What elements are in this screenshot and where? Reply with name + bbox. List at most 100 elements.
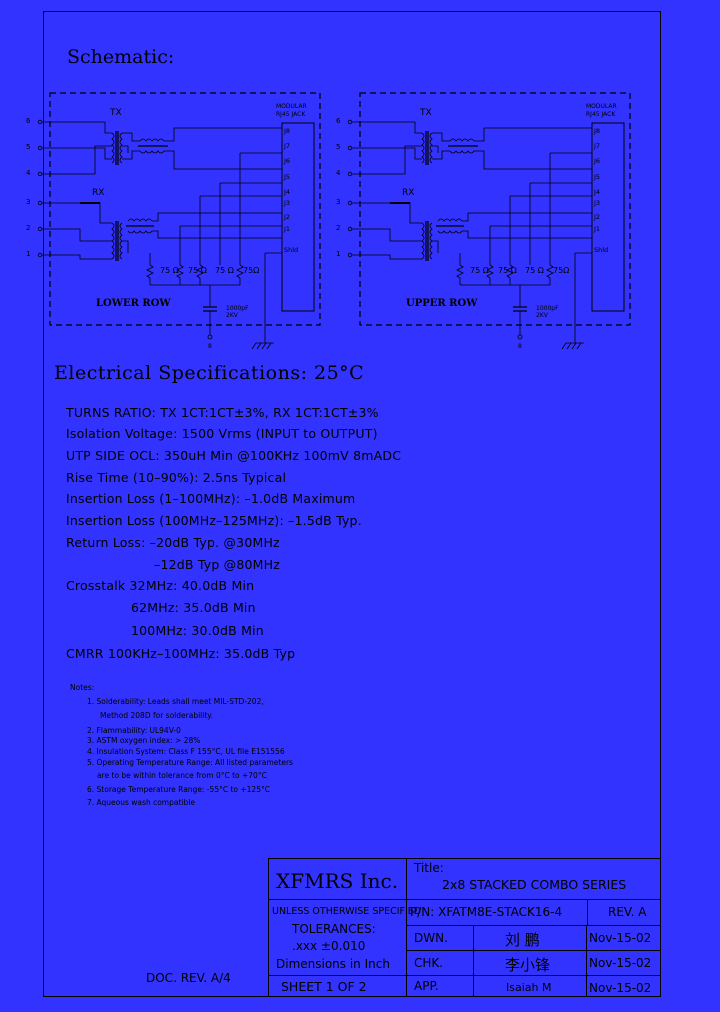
jack-pin: J7 (594, 142, 601, 150)
drawn-name: 刘 鹏 (505, 931, 540, 949)
sheet-number: SHEET 1 OF 2 (281, 979, 367, 994)
tolerance-value: .xxx ±0.010 (292, 939, 366, 953)
pin-label: 5 (336, 143, 341, 151)
pin-label: 3 (26, 198, 31, 206)
spec-line: –12dB Typ @80MHz (154, 557, 280, 572)
jack-pin: Shld (284, 246, 299, 254)
tolerance-note: UNLESS OTHERWISE SPECIFIED (272, 906, 422, 917)
spec-line: Insertion Loss (100MHz–125MHz): –1.5dB T… (66, 513, 362, 528)
jack-pin: J1 (284, 225, 291, 233)
jack-pin: J4 (594, 188, 601, 196)
row-label: LOWER ROW (96, 298, 171, 309)
tx-label: TX (110, 108, 122, 118)
note-line: 4. Insulation System: Class F 155°C, UL … (87, 747, 285, 756)
pin-label: 1 (336, 250, 341, 258)
title-label: Title: (414, 861, 444, 875)
jack-label: MODULAR (276, 103, 307, 110)
doc-revision: DOC. REV. A/4 (146, 971, 231, 985)
note-line: 5. Operating Temperature Range: All list… (87, 758, 293, 767)
jack-pin: J5 (284, 173, 291, 181)
resistor-label: 75 Ω (160, 266, 179, 275)
pin-label: 3 (336, 198, 341, 206)
pin-label: 4 (26, 169, 31, 177)
jack-label: RJ45 JACK (586, 111, 616, 118)
resistor-label: 75 Ω (525, 266, 544, 275)
pin-label: 5 (26, 143, 31, 151)
rx-label: RX (92, 188, 105, 198)
jack-pin: J2 (284, 213, 291, 221)
drawing-title: 2x8 STACKED COMBO SERIES (442, 877, 627, 892)
electrical-specs-title: Electrical Specifications: 25°C (54, 362, 365, 384)
jack-pin: J1 (594, 225, 601, 233)
jack-pin: J2 (594, 213, 601, 221)
note-line: Method 208D for solderability. (100, 711, 214, 720)
spec-line: 100MHz: 30.0dB Min (131, 623, 264, 638)
approved-name: Isaiah M (506, 981, 552, 994)
capacitor-label: 2KV (226, 312, 238, 319)
notes-title: Notes: (70, 683, 95, 692)
drawn-date: Nov-15-02 (589, 931, 652, 945)
ground-pin-label: 8 (518, 343, 522, 350)
resistor-label: 75 Ω (498, 266, 517, 275)
schematic-title: Schematic: (67, 46, 175, 68)
approved-label: APP. (414, 979, 439, 993)
row-label: UPPER ROW (406, 298, 478, 309)
capacitor-label: 1000pF (226, 305, 249, 312)
spec-line: Crosstalk 32MHz: 40.0dB Min (66, 578, 255, 593)
jack-pin: J3 (284, 199, 291, 207)
jack-pin: J4 (284, 188, 291, 196)
part-number: P/N: XFATM8E-STACK16-4 (410, 905, 563, 919)
note-line: 6. Storage Temperature Range: -55°C to +… (87, 785, 270, 794)
jack-pin: J8 (284, 127, 291, 135)
jack-label: RJ45 JACK (276, 111, 306, 118)
jack-pin: J3 (594, 199, 601, 207)
resistor-label: 75 Ω (470, 266, 489, 275)
jack-label: MODULAR (586, 103, 617, 110)
spec-line: 62MHz: 35.0dB Min (131, 600, 256, 615)
tx-label: TX (420, 108, 432, 118)
note-line: 7. Aqueous wash compatible (87, 798, 195, 807)
spec-line: Isolation Voltage: 1500 Vrms (INPUT to O… (66, 426, 378, 441)
spec-line: Return Loss: –20dB Typ. @30MHz (66, 535, 280, 550)
resistor-label: 75 Ω (215, 266, 234, 275)
note-line: 2. Flammability: UL94V-0 (87, 726, 181, 735)
upper-row-circuit (347, 92, 631, 350)
note-line: are to be within tolerance from 0°C to +… (97, 771, 267, 780)
pin-label: 2 (336, 224, 341, 232)
tolerances-label: TOLERANCES: (292, 922, 376, 936)
jack-pin: J6 (594, 157, 601, 165)
drawn-label: DWN. (414, 931, 448, 945)
jack-pin: Shld (594, 246, 609, 254)
jack-pin: J6 (284, 157, 291, 165)
lower-row-circuit (37, 92, 321, 350)
note-line: 1. Solderability: Leads shall meet MIL-S… (87, 697, 264, 706)
checked-name: 李小锋 (505, 956, 551, 974)
jack-pin: J8 (594, 127, 601, 135)
checked-label: CHK. (414, 956, 444, 970)
pin-label: 6 (26, 117, 31, 125)
pin-label: 1 (26, 250, 31, 258)
capacitor-label: 2KV (536, 312, 548, 319)
resistor-label: 75Ω (243, 266, 260, 275)
pin-label: 4 (336, 169, 341, 177)
checked-date: Nov-15-02 (589, 956, 652, 970)
spec-line: CMRR 100KHz–100MHz: 35.0dB Typ (66, 646, 296, 661)
spec-line: Insertion Loss (1–100MHz): –1.0dB Maximu… (66, 491, 356, 506)
note-line: 3. ASTM oxygen index: > 28% (87, 736, 201, 745)
dimension-units: Dimensions in Inch (276, 957, 390, 971)
jack-pin: J7 (284, 142, 291, 150)
resistor-label: 75Ω (553, 266, 570, 275)
spec-line: UTP SIDE OCL: 350uH Min @100KHz 100mV 8m… (66, 448, 402, 463)
company-name: XFMRS Inc. (276, 869, 399, 893)
spec-line: TURNS RATIO: TX 1CT:1CT±3%, RX 1CT:1CT±3… (66, 405, 379, 420)
capacitor-label: 1000pF (536, 305, 559, 312)
ground-pin-label: 8 (208, 343, 212, 350)
resistor-label: 75 Ω (188, 266, 207, 275)
revision: REV. A (608, 905, 647, 919)
spec-line: Rise Time (10–90%): 2.5ns Typical (66, 470, 287, 485)
approved-date: Nov-15-02 (589, 981, 652, 995)
pin-label: 6 (336, 117, 341, 125)
jack-pin: J5 (594, 173, 601, 181)
rx-label: RX (402, 188, 415, 198)
pin-label: 2 (26, 224, 31, 232)
